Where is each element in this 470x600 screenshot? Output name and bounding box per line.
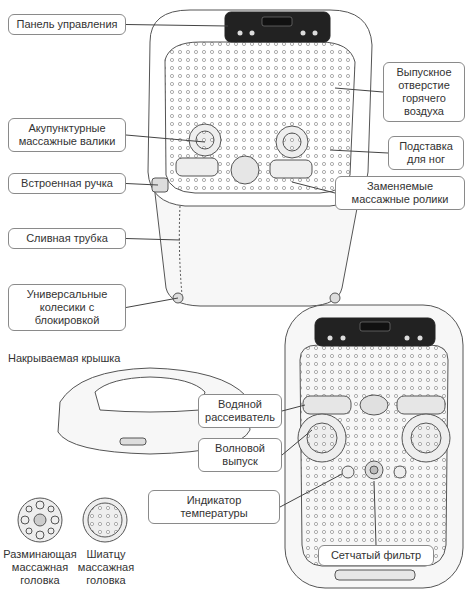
part-label: Универсальные колесики с блокировкой <box>15 288 119 327</box>
callout-box: Заменяемые массажные ролики <box>335 176 465 210</box>
leader-line <box>126 184 158 186</box>
shiatsu-head <box>83 498 127 542</box>
part-label: Накрываемая крышка <box>8 352 168 365</box>
callout-box: Подставка для ног <box>388 136 464 170</box>
leader-line <box>126 135 205 142</box>
leader-line <box>126 298 178 308</box>
leader-line <box>335 88 383 92</box>
callout-box: Индикатор температуры <box>148 490 280 524</box>
part-label: Водяной рассеиватель <box>205 398 275 424</box>
part-label: Индикатор температуры <box>155 494 273 520</box>
callout-box: Панель управления <box>8 14 126 35</box>
callout-box: Универсальные колесики с блокировкой <box>8 284 126 331</box>
callout-box: Сетчатый фильтр <box>318 545 434 566</box>
part-label: Шиатцу массажная головка <box>68 548 144 587</box>
kneading-head <box>18 498 62 542</box>
part-label: Сетчатый фильтр <box>325 549 427 562</box>
callout-box: Встроенная ручка <box>8 173 126 194</box>
part-label: Сливная трубка <box>15 232 119 245</box>
part-label: Разминающая массажная головка <box>2 548 78 587</box>
leader-line <box>282 430 312 455</box>
part-label: Выпускное отверстие горячего воздуха <box>390 66 458 118</box>
part-label: Акупунктурные массажные валики <box>15 122 119 148</box>
leader-line <box>292 182 335 193</box>
part-label: Панель управления <box>15 18 119 31</box>
foot-spa-top-view <box>285 305 463 588</box>
foot-spa-perspective <box>148 10 372 306</box>
leader-line <box>374 481 376 545</box>
part-label: Подставка для ног <box>395 140 457 166</box>
leader-line <box>126 25 228 27</box>
part-label: Встроенная ручка <box>15 177 119 190</box>
leader-line <box>126 239 180 241</box>
leader-line <box>280 474 342 507</box>
part-label: Волновой выпуск <box>205 442 275 468</box>
callout-box: Выпускное отверстие горячего воздуха <box>383 62 465 122</box>
callout-box: Сливная трубка <box>8 228 126 249</box>
leader-line <box>282 405 305 411</box>
callout-box: Водяной рассеиватель <box>198 394 282 428</box>
callout-box: Акупунктурные массажные валики <box>8 118 126 152</box>
part-label: Заменяемые массажные ролики <box>342 180 458 206</box>
callout-box: Волновой выпуск <box>198 438 282 472</box>
leader-line <box>330 150 388 153</box>
